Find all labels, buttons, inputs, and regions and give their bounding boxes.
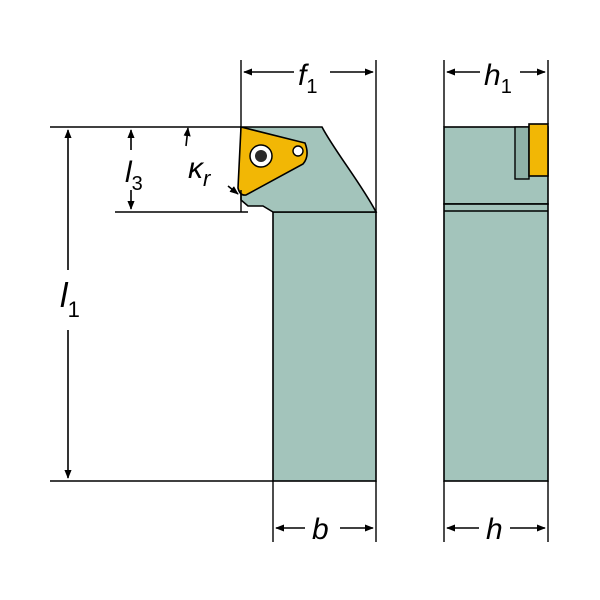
side-shank	[443, 203, 549, 482]
dimension-h1: h1	[443, 59, 549, 127]
clamp-pin	[292, 145, 304, 157]
front-shank	[272, 211, 377, 482]
label-f1: f1	[298, 59, 317, 98]
dimension-l1: l1	[50, 126, 273, 482]
insert-screw-torx	[255, 150, 267, 162]
side-view	[443, 123, 549, 482]
label-l3: l3	[125, 156, 143, 195]
label-h1: h1	[484, 59, 512, 98]
label-kr: κr	[188, 152, 212, 191]
label-b: b	[312, 513, 329, 546]
side-insert-pocket	[514, 126, 530, 180]
label-h: h	[486, 513, 503, 546]
dimension-kr: κr	[183, 127, 242, 212]
dimension-f1: f1	[240, 59, 377, 212]
side-insert	[528, 123, 549, 177]
label-l1: l1	[60, 277, 80, 322]
dimension-b: b	[272, 481, 377, 546]
dimension-l3: l3	[115, 129, 248, 213]
insert	[237, 125, 308, 196]
dimension-h: h	[443, 481, 549, 546]
front-view	[237, 125, 378, 482]
triangular-insert	[237, 125, 308, 196]
